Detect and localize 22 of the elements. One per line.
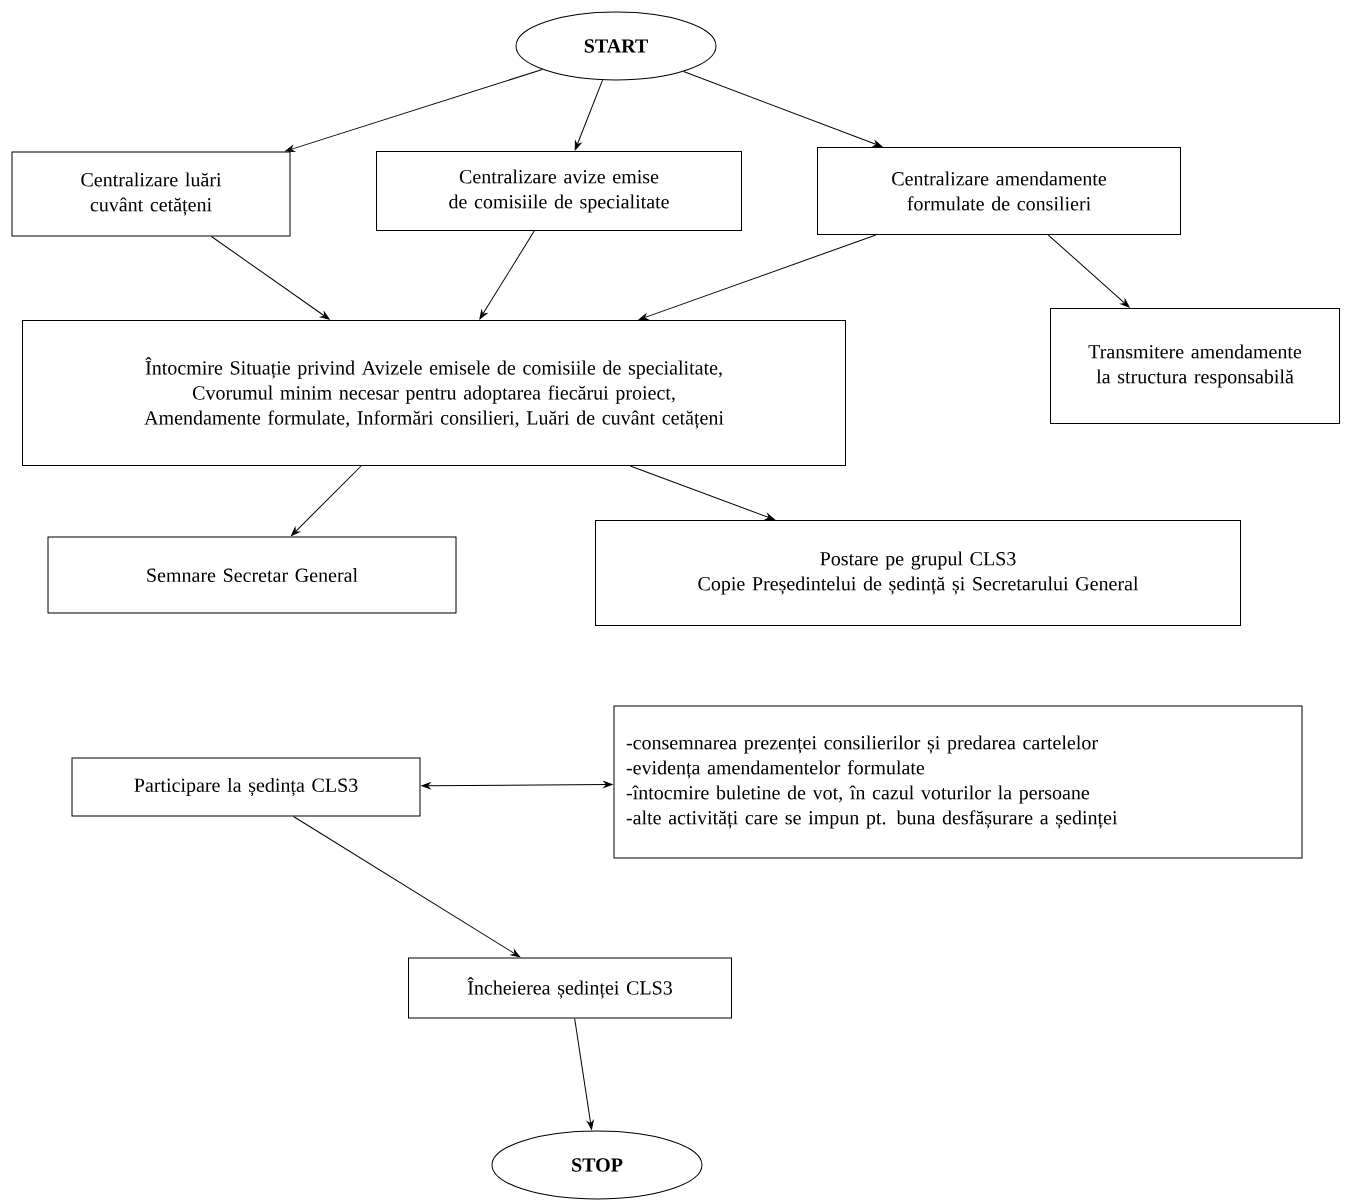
- arrow: [291, 465, 362, 536]
- arrow: [574, 1018, 594, 1130]
- process-box: Postare pe grupul CLS3 Copie Președintelui de ședință și Secretarului General: [595, 520, 1241, 626]
- process-box: Centralizare amendamente formulate de consilieri: [817, 147, 1181, 235]
- arrow: [421, 781, 613, 790]
- process-box: Semnare Secretar General: [47, 536, 457, 614]
- process-box: Încheierea ședinței CLS3: [408, 957, 732, 1019]
- arrow: [638, 234, 877, 321]
- process-box: Participare la ședința CLS3: [71, 757, 421, 817]
- arrow: [629, 465, 775, 520]
- arrow: [683, 71, 883, 147]
- process-box: Centralizare luări cuvânt cetățeni: [11, 151, 291, 237]
- process-box: Întocmire Situație privind Avizele emisele de comisiile de specialitate, Cvorumul minim necesar pentru adoptarea fiecărui proiect, Amendamente formulate, Informări consilieri, Luări de cuvânt cetățeni: [22, 320, 846, 466]
- process-box: Transmitere amendamente la structura responsabilă: [1050, 308, 1340, 424]
- arrow: [574, 79, 604, 151]
- arrow: [285, 68, 543, 152]
- arrow: [479, 230, 535, 320]
- arrow: [210, 236, 330, 320]
- process-box: Centralizare avize emise de comisiile de specialitate: [376, 151, 742, 231]
- arrow: [293, 816, 521, 958]
- note-box: -consemnarea prezenței consilierilor și predarea cartelelor -evidența amendamentelor formulate -întocmire buletine de vot, în cazul voturilor la persoane -alte activități care se impun pt. buna desfășurare a ședinței: [613, 705, 1303, 859]
- arrow: [1047, 234, 1130, 308]
